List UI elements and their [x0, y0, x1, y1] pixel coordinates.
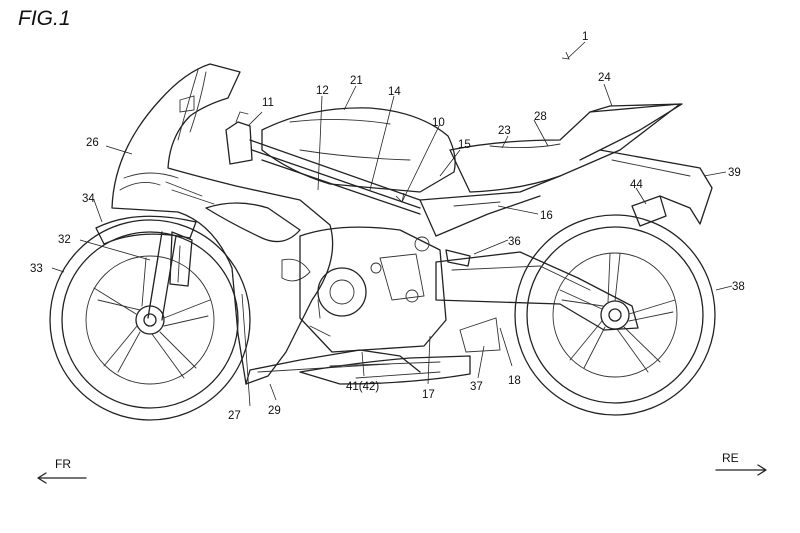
- label-14: 14: [388, 86, 401, 98]
- right-arrow-icon: [715, 464, 767, 476]
- engine: [299, 226, 447, 353]
- figure-title: FIG.1: [18, 7, 71, 30]
- label-44: 44: [630, 179, 643, 191]
- front-fairing: [111, 63, 421, 385]
- front-wheel: [49, 219, 251, 421]
- leader-lines: [51, 41, 733, 407]
- label-12: 12: [316, 85, 329, 97]
- front-fork: [95, 215, 197, 321]
- label-36: 36: [508, 236, 521, 248]
- frame: [249, 139, 561, 237]
- label-29: 29: [268, 405, 281, 417]
- front-direction-label: FR: [55, 457, 71, 471]
- exhaust: [299, 355, 471, 385]
- label-15: 15: [458, 139, 471, 151]
- seat-and-tail: [449, 103, 713, 227]
- label-10: 10: [432, 117, 445, 129]
- label-37: 37: [470, 381, 483, 393]
- label-38: 38: [732, 281, 745, 293]
- label-16: 16: [540, 210, 553, 222]
- label-34: 34: [82, 193, 95, 205]
- fuel-tank: [261, 107, 456, 193]
- label-27: 27: [228, 410, 241, 422]
- front-direction-indicator: FR: [37, 457, 87, 484]
- label-26: 26: [86, 137, 99, 149]
- swingarm: [435, 249, 639, 353]
- left-arrow-icon: [37, 472, 87, 484]
- reference-labels: 1 10 11 12 14 15 16 17 18 21 23 24 26 27…: [30, 31, 745, 422]
- label-1: 1: [582, 31, 588, 43]
- rear-direction-label: RE: [722, 451, 739, 465]
- label-33: 33: [30, 263, 43, 275]
- steering-area: [225, 111, 421, 209]
- label-23: 23: [498, 125, 511, 137]
- label-41-42: 41(42): [346, 381, 379, 393]
- label-28: 28: [534, 111, 547, 123]
- label-17: 17: [422, 389, 435, 401]
- label-11: 11: [262, 97, 274, 109]
- rear-direction-indicator: RE: [715, 451, 767, 476]
- label-21: 21: [350, 75, 363, 87]
- label-18: 18: [508, 375, 521, 387]
- label-32: 32: [58, 234, 71, 246]
- label-39: 39: [728, 167, 741, 179]
- label-24: 24: [598, 72, 611, 84]
- rear-wheel: [514, 214, 716, 416]
